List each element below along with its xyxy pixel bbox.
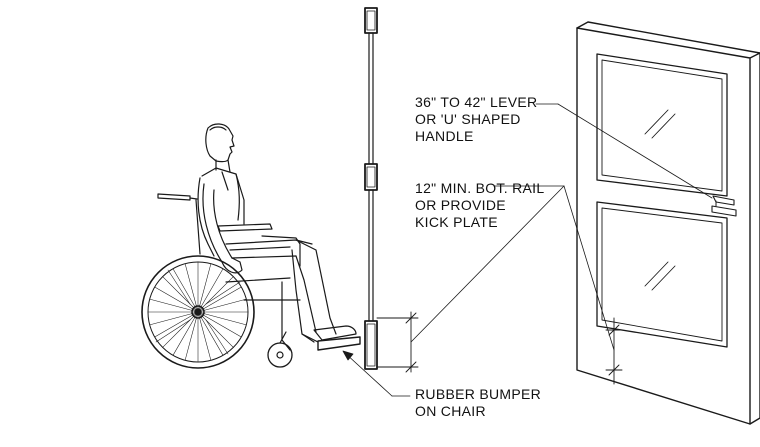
door-rail-dimension bbox=[605, 317, 623, 385]
bumper-note-line-1: RUBBER BUMPER bbox=[415, 386, 542, 402]
seated-person bbox=[197, 123, 357, 341]
leader-lines bbox=[342, 103, 713, 397]
lever-note-line-3: HANDLE bbox=[415, 128, 474, 144]
rubber-bumper-note: RUBBER BUMPER ON CHAIR bbox=[415, 386, 541, 420]
rail-note-line-1: 12" MIN. BOT. RAIL bbox=[415, 180, 545, 196]
lever-note-line-2: OR 'U' SHAPED bbox=[415, 111, 521, 127]
bottom-rail-dimension bbox=[376, 311, 419, 373]
wheelchair bbox=[141, 193, 361, 369]
bumper-note-line-2: ON CHAIR bbox=[415, 403, 486, 419]
door-elevation bbox=[576, 21, 760, 425]
lever-note-line-1: 36" TO 42" LEVER bbox=[415, 94, 538, 110]
lever-handle-note: 36" TO 42" LEVER OR 'U' SHAPED HANDLE bbox=[415, 94, 537, 145]
bottom-rail-note: 12" MIN. BOT. RAIL OR PROVIDE KICK PLATE bbox=[415, 180, 544, 231]
rail-note-line-2: OR PROVIDE bbox=[415, 197, 506, 213]
door-section bbox=[364, 7, 378, 370]
rail-note-line-3: KICK PLATE bbox=[415, 214, 498, 230]
